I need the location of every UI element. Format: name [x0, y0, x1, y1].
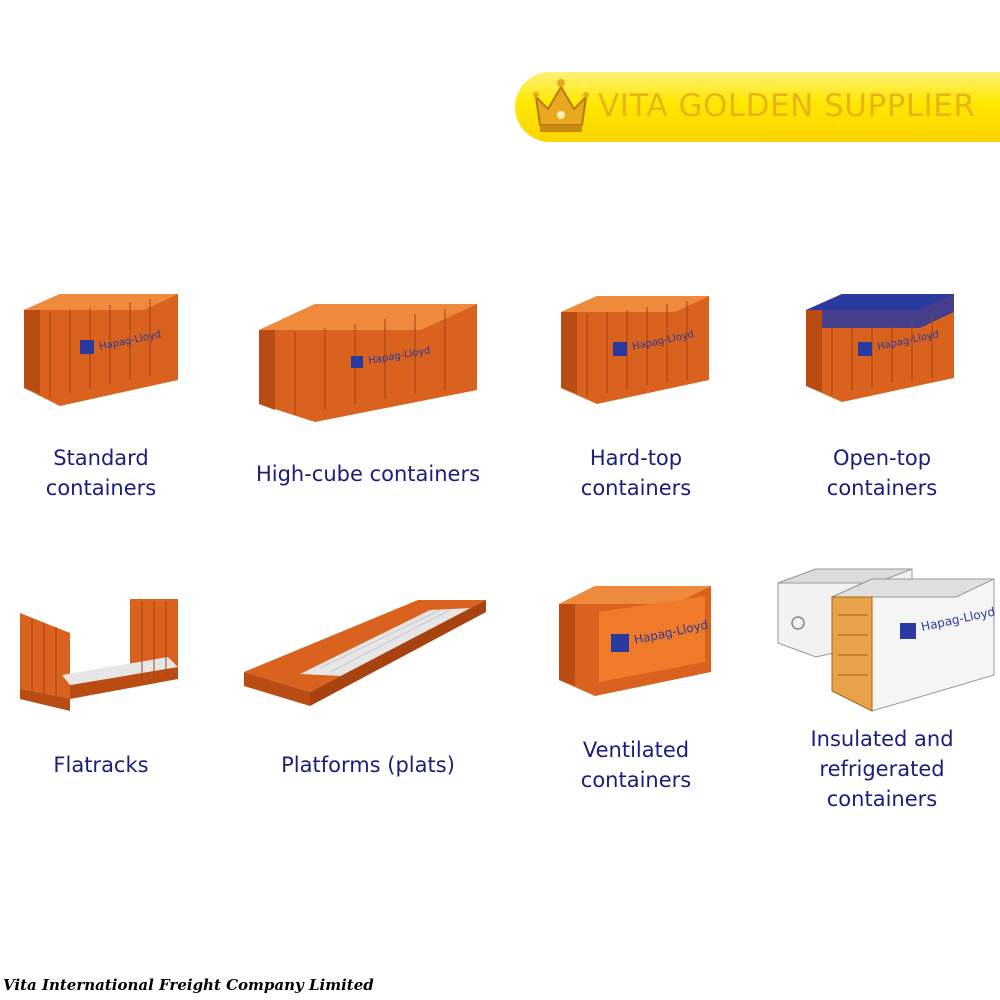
- ventilated-container-image: Hapag-Lloyd: [559, 586, 711, 696]
- standard-container-image: Hapag-Lloyd: [24, 294, 178, 406]
- supplier-banner: [515, 72, 1000, 142]
- crown-icon: [533, 79, 589, 132]
- label-high-cube-containers: High-cube containers: [255, 462, 481, 486]
- label-platforms: Platforms (plats): [281, 753, 455, 777]
- banner-title: VITA GOLDEN SUPPLIER: [598, 88, 976, 124]
- label-flatracks: Flatracks: [53, 753, 149, 777]
- high-cube-container-image: Hapag-Lloyd: [259, 304, 477, 422]
- flatrack-image: [20, 599, 178, 711]
- open-top-container-image: Hapag-Lloyd: [806, 294, 954, 402]
- platform-image: [244, 600, 486, 706]
- company-name: Vita International Freight Company Limit…: [3, 976, 374, 994]
- refrigerated-container-image: Hapag-Lloyd: [777, 568, 996, 712]
- hard-top-container-image: Hapag-Lloyd: [561, 296, 709, 404]
